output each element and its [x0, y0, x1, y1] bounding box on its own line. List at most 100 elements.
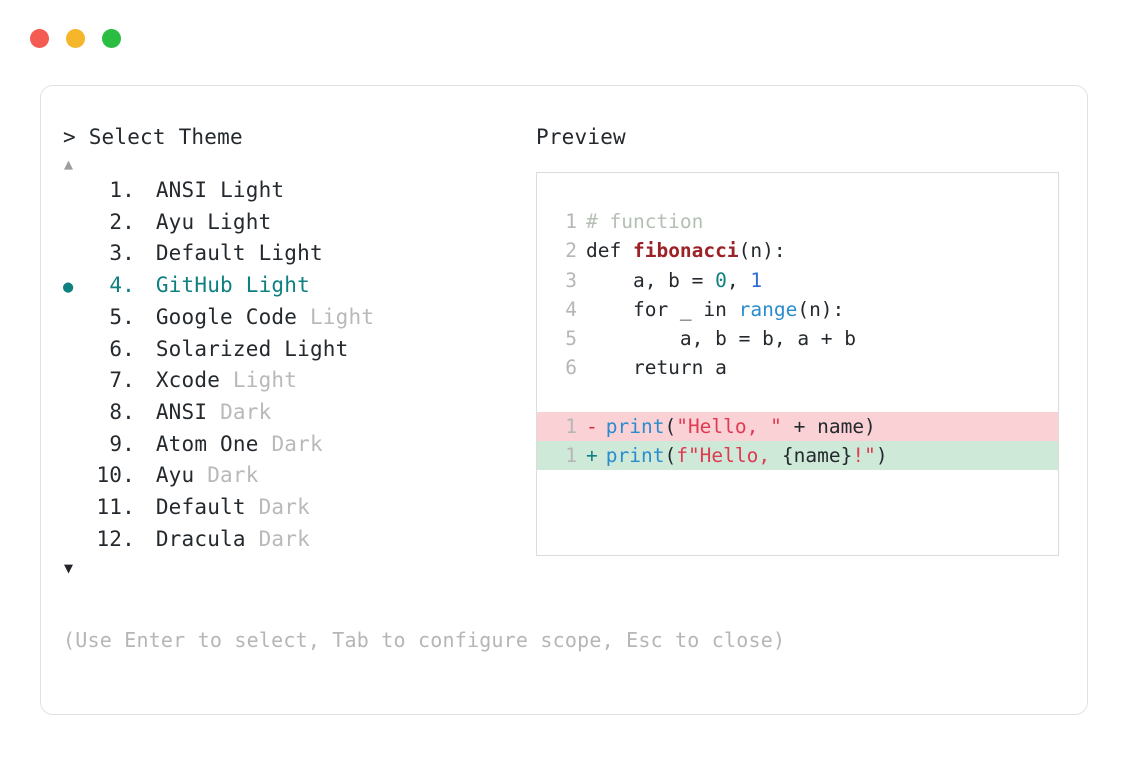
- theme-item-name: Ayu: [155, 209, 195, 234]
- theme-list-item[interactable]: ●5. Google Code Light: [63, 303, 533, 335]
- theme-item-name: Atom One: [155, 431, 259, 456]
- spacer: [297, 303, 310, 333]
- code-line-number: 5: [565, 327, 577, 351]
- spacer: [135, 461, 156, 491]
- code-line-text: print(f"Hello, {name}!"): [606, 441, 888, 470]
- spacer: [135, 208, 156, 238]
- prompt-header: > Select Theme: [63, 122, 533, 152]
- theme-item-variant: Dark: [258, 495, 310, 520]
- code-line: 4 for _ in range(n):: [537, 295, 1058, 324]
- theme-item-variant: Light: [207, 209, 272, 234]
- code-line-text: # function: [586, 207, 703, 236]
- code-diff-line-del: 1-print("Hello, " + name): [537, 411, 1058, 442]
- spacer: [220, 366, 233, 396]
- code-token: # function: [586, 210, 704, 233]
- code-token: range: [738, 297, 798, 321]
- theme-item-number: 8.: [109, 399, 135, 424]
- spacer: [207, 398, 220, 428]
- close-window-button[interactable]: [30, 29, 49, 48]
- spacer: [259, 430, 272, 460]
- theme-picker-card: > Select Theme ▲ ●1. ANSI Light●2. Ayu L…: [40, 85, 1088, 715]
- maximize-window-button[interactable]: [102, 29, 121, 48]
- selected-bullet-icon: ●: [63, 241, 93, 271]
- spacer: [135, 493, 156, 523]
- theme-item-name: Solarized: [155, 336, 272, 361]
- theme-item-number: 7.: [109, 368, 135, 393]
- code-token: f"Hello,: [676, 444, 782, 468]
- theme-item-name: ANSI: [155, 399, 208, 424]
- selected-bullet-icon: ●: [63, 495, 93, 525]
- theme-list-item[interactable]: ●7. Xcode Light: [63, 366, 533, 398]
- code-token: ): [875, 444, 888, 468]
- preview-label: Preview: [536, 125, 626, 149]
- selected-bullet-icon: ●: [63, 210, 93, 240]
- code-token: (: [664, 444, 677, 468]
- code-line-number: 1: [565, 444, 577, 468]
- theme-item-name: Google Code: [155, 304, 298, 329]
- scroll-down-indicator-icon[interactable]: ▼: [64, 559, 74, 578]
- selected-bullet-icon: ●: [63, 400, 93, 430]
- code-token: return a: [586, 356, 727, 380]
- spacer: [135, 366, 156, 396]
- theme-item-name: ANSI: [155, 178, 208, 202]
- theme-item-variant: Dark: [220, 399, 272, 424]
- code-token: print: [605, 414, 665, 438]
- theme-item-number: 2.: [109, 209, 135, 234]
- theme-list-item[interactable]: ●4. GitHub Light: [63, 271, 533, 303]
- theme-list-item[interactable]: ●3. Default Light: [63, 239, 533, 271]
- theme-item-variant: Light: [284, 336, 349, 361]
- selected-bullet-icon: ●: [63, 527, 93, 557]
- theme-list-item[interactable]: ● 9. Atom One Dark: [63, 430, 533, 462]
- spacer: [271, 335, 284, 365]
- theme-item-number: 4.: [109, 273, 135, 298]
- code-diff-line-add: 1 + print(f"Hello, {name}!"): [537, 441, 1058, 471]
- selected-bullet-icon: ●: [63, 463, 93, 493]
- theme-item-name: Dracula: [155, 526, 246, 551]
- spacer: [135, 176, 156, 206]
- theme-list-item[interactable]: ● 8. ANSI Dark: [63, 398, 533, 430]
- theme-selector-panel: > Select Theme ▲ ●1. ANSI Light●2. Ayu L…: [63, 122, 533, 580]
- code-token: "Hello, ": [676, 414, 782, 438]
- code-token: {name}: [781, 444, 853, 468]
- spacer: [246, 525, 259, 555]
- code-line-number: 1: [565, 210, 577, 233]
- code-token: (n):: [738, 239, 786, 263]
- prompt-marker: >: [63, 125, 76, 149]
- spacer: [135, 303, 156, 333]
- theme-item-number: 12.: [96, 526, 135, 551]
- scroll-up-indicator-icon[interactable]: ▲: [64, 155, 74, 173]
- code-line-number: 4: [565, 297, 577, 321]
- page-title: Select Theme: [88, 125, 243, 149]
- theme-list-item[interactable]: ●12. Dracula Dark: [63, 525, 533, 557]
- minimize-window-button[interactable]: [66, 29, 85, 48]
- theme-item-number: 6.: [109, 336, 135, 361]
- code-line-text: for _ in range(n):: [586, 295, 844, 324]
- keyboard-hint: (Use Enter to select, Tab to configure s…: [63, 628, 786, 652]
- theme-list-item[interactable]: ●10. Ayu Dark: [63, 461, 533, 493]
- spacer: [135, 398, 156, 428]
- theme-list: ●1. ANSI Light●2. Ayu Light●3. Default L…: [63, 176, 533, 556]
- theme-list-item[interactable]: ●11. Default Dark: [63, 493, 533, 525]
- theme-list-item[interactable]: ● 2. Ayu Light: [63, 208, 533, 240]
- theme-list-item[interactable]: ●1. ANSI Light: [63, 176, 533, 208]
- code-token: print: [605, 444, 665, 468]
- theme-item-number: 9.: [109, 431, 135, 456]
- theme-item-number: 1.: [109, 178, 135, 202]
- code-token: (n):: [797, 297, 845, 321]
- theme-item-variant: Dark: [207, 463, 259, 488]
- code-line-text: print("Hello, " + name): [606, 412, 876, 441]
- selected-bullet-icon: ●: [63, 432, 93, 462]
- theme-list-item[interactable]: ●6. Solarized Light: [63, 335, 533, 367]
- spacer: [135, 271, 156, 301]
- code-token: 1: [750, 268, 763, 292]
- window-traffic-lights: [30, 29, 121, 48]
- diff-sign: -: [586, 414, 598, 438]
- theme-item-variant: Dark: [271, 431, 323, 456]
- code-token: + name): [781, 414, 876, 438]
- spacer: [233, 271, 246, 301]
- diff-sign: +: [586, 444, 598, 468]
- spacer: [246, 493, 259, 523]
- theme-item-number: 5.: [109, 304, 135, 329]
